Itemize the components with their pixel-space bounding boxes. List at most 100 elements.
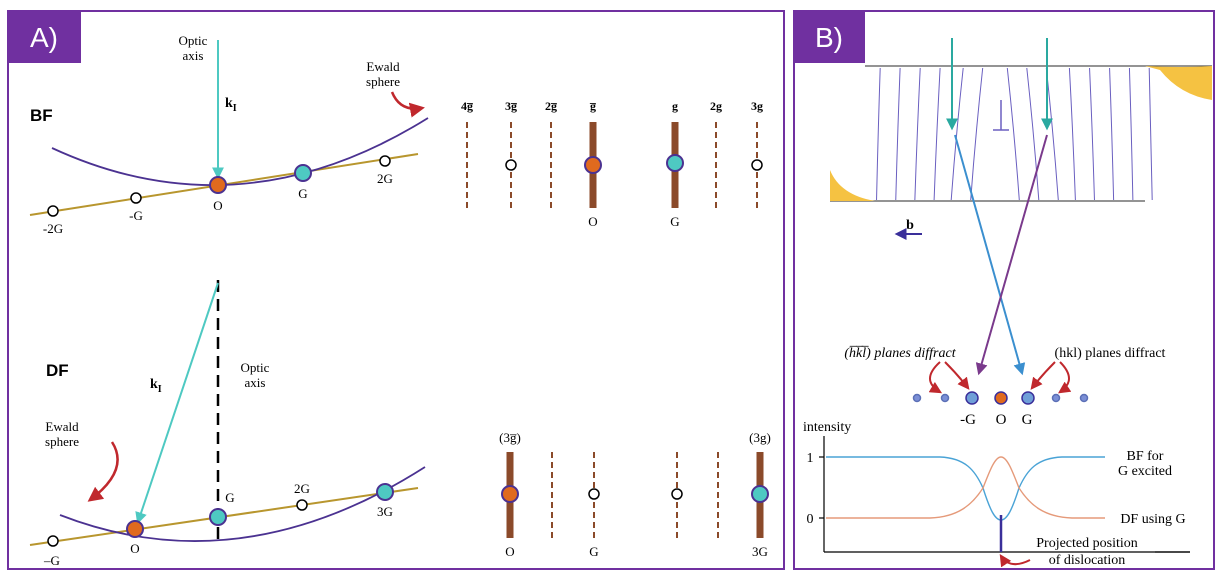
df-rod-label-1: (3g) bbox=[749, 430, 771, 445]
bf-rod-point-3 bbox=[584, 156, 602, 174]
lattice-plane-7 bbox=[1006, 67, 1020, 201]
lattice-plane-5 bbox=[970, 67, 984, 201]
beam-hkl-diffracted bbox=[954, 134, 1026, 376]
bf-point-label-3: G bbox=[298, 186, 307, 201]
bf-point-3 bbox=[294, 164, 312, 182]
df-incident-beam bbox=[135, 282, 219, 525]
df-rod-point-0 bbox=[501, 485, 519, 503]
diffraction-spot-1 bbox=[940, 393, 950, 403]
df-point-1 bbox=[126, 520, 144, 538]
bf-rod-label-6: 3g bbox=[751, 99, 763, 113]
df-point-0 bbox=[47, 535, 59, 547]
spot-label-2: G bbox=[1022, 412, 1033, 428]
bf-rod-label-0: 4g̅ bbox=[461, 99, 474, 113]
right-planes-label: (hkl) planes diffract bbox=[1055, 346, 1166, 361]
panel-b-badge-label: B) bbox=[815, 22, 843, 53]
bf-rod-label-5: 2g bbox=[710, 99, 722, 113]
lattice-plane-9 bbox=[1045, 67, 1059, 201]
bf-rod-bottom-label-0: O bbox=[588, 214, 597, 229]
df-k-label: kI bbox=[150, 377, 162, 395]
panel-a-badge bbox=[8, 11, 81, 63]
df-rod-bottom-label-2: 3G bbox=[752, 544, 768, 559]
df-point-label-3: 2G bbox=[294, 481, 310, 496]
left-planes-arrow-2 bbox=[928, 361, 943, 394]
lattice-plane-2 bbox=[914, 67, 921, 201]
bf-point-label-1: -G bbox=[129, 208, 143, 223]
bf-reciprocal-points: -2G -G O G 2G bbox=[43, 155, 393, 236]
df-point-label-0: –G bbox=[43, 553, 60, 568]
spot-label-1: O bbox=[996, 412, 1007, 428]
bf-k-label: kI bbox=[225, 96, 237, 114]
bf-rod-label-2: 2g̅ bbox=[545, 99, 558, 113]
bf-point-label-0: -2G bbox=[43, 221, 63, 236]
lattice-plane-12 bbox=[1109, 67, 1115, 201]
df-point-label-2: G bbox=[225, 490, 234, 505]
lattice-plane-8 bbox=[1026, 67, 1040, 201]
diffraction-spot-0 bbox=[912, 393, 922, 403]
df-rod-label-0: (3g̅) bbox=[499, 430, 521, 445]
bf-point-2 bbox=[209, 176, 227, 194]
right-planes-arrow-2 bbox=[1058, 361, 1072, 394]
lattice-plane-0 bbox=[876, 67, 881, 201]
df-point-2 bbox=[209, 508, 227, 526]
bf-rod-point-4 bbox=[666, 154, 684, 172]
bf-rod-point-1 bbox=[505, 159, 517, 171]
panel-b-frame bbox=[793, 10, 1215, 570]
df-rod-point-2 bbox=[588, 488, 600, 500]
df-rod-point-5 bbox=[751, 485, 769, 503]
df-intensity-curve bbox=[826, 456, 1105, 519]
df-label: DF bbox=[46, 361, 69, 380]
panel-a-badge-label: A) bbox=[30, 22, 58, 53]
panel-a-frame bbox=[7, 10, 785, 570]
bf-ewald-arrow bbox=[390, 91, 425, 118]
bf-point-label-2: O bbox=[213, 198, 222, 213]
bf-point-4 bbox=[379, 155, 391, 167]
df-point-label-1: O bbox=[130, 541, 139, 556]
graph-ylabel: intensity bbox=[803, 420, 851, 435]
lattice-plane-4 bbox=[950, 67, 964, 201]
bf-rod-label-4: g bbox=[672, 99, 678, 113]
df-rod-bottom-label-0: O bbox=[505, 544, 514, 559]
left-planes-arrow-1 bbox=[944, 361, 970, 390]
graph-tick-0: 0 bbox=[807, 512, 814, 527]
panel-b-badge bbox=[794, 11, 865, 63]
bf-rod-label-3: g̅ bbox=[589, 99, 597, 113]
diffraction-spot-5 bbox=[1051, 393, 1061, 403]
beam-hbar-diffracted bbox=[975, 134, 1048, 376]
bf-rods: 4g̅ 3g̅ 2g̅ g̅ g 2g 3gO G bbox=[461, 99, 763, 229]
df-rod-bottom-label-1: G bbox=[589, 544, 598, 559]
lattice-plane-14 bbox=[1148, 67, 1153, 201]
df-curve-label: DF using G bbox=[1120, 512, 1185, 527]
lattice-plane-11 bbox=[1089, 67, 1095, 201]
df-point-4 bbox=[376, 483, 394, 501]
bf-ewald-sphere bbox=[51, 117, 429, 187]
spot-label-0: -G bbox=[960, 412, 976, 428]
df-rod-point-3 bbox=[671, 488, 683, 500]
diffraction-spot-3 bbox=[994, 391, 1008, 405]
bf-intensity-curve bbox=[826, 456, 1105, 521]
bf-point-0 bbox=[47, 205, 59, 217]
bf-rod-label-1: 3g̅ bbox=[505, 99, 518, 113]
fault-fringe-bottom bbox=[830, 170, 875, 201]
right-planes-arrow-1 bbox=[1030, 361, 1056, 390]
graph-tick-1: 1 bbox=[807, 451, 814, 466]
fault-fringe-top bbox=[1145, 66, 1212, 100]
lattice-planes bbox=[876, 67, 1153, 201]
projected-position-arrow bbox=[999, 553, 1031, 568]
bf-point-label-4: 2G bbox=[377, 171, 393, 186]
df-ewald-arrow bbox=[87, 441, 119, 502]
bf-rod-bottom-label-1: G bbox=[670, 214, 679, 229]
bf-label: BF bbox=[30, 106, 53, 125]
bf-point-1 bbox=[130, 192, 142, 204]
lattice-plane-13 bbox=[1128, 67, 1134, 201]
lattice-plane-3 bbox=[933, 67, 941, 201]
df-ewald-sphere bbox=[59, 466, 426, 542]
